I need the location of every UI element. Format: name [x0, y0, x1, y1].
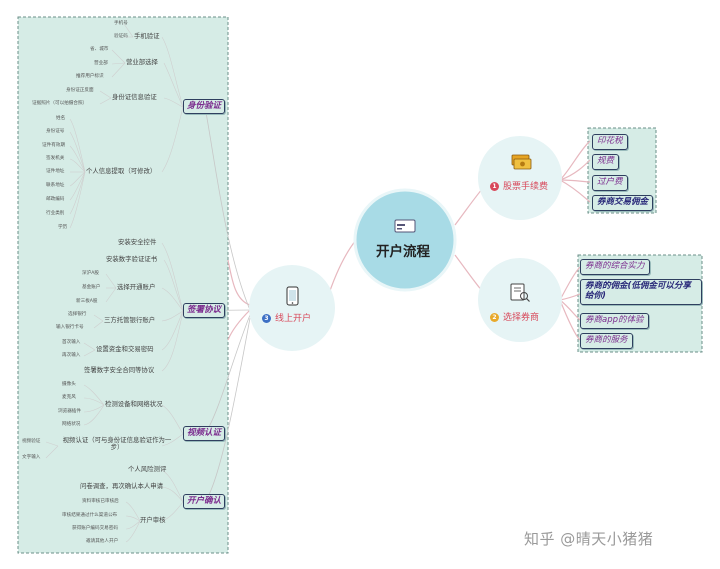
install-cert[interactable]: 安装数字验证证书 — [106, 255, 158, 263]
number-badge: 1 — [490, 182, 499, 191]
leaf: 签发机关 — [46, 156, 65, 161]
leaf: 再次输入 — [62, 353, 81, 358]
leaf: 身份证号 — [46, 129, 65, 134]
card-icon — [394, 219, 416, 233]
agreement-connectors — [83, 242, 184, 372]
account-review[interactable]: 开户审核 — [140, 516, 166, 524]
confirm-connectors — [125, 469, 184, 543]
leaf: 邀请其他人开户 — [86, 539, 119, 544]
leaf: 新三板A股 — [76, 299, 98, 304]
number-badge: 2 — [490, 313, 499, 322]
leaf: 资料审核已审核后 — [82, 499, 119, 504]
online-node[interactable] — [249, 265, 335, 351]
fee-item[interactable]: 规费 — [592, 154, 620, 170]
install-control[interactable]: 安装安全控件 — [118, 238, 157, 246]
watermark: 知乎 @晴天小猪猪 — [524, 530, 654, 548]
leaf: 证据照片（可以拍摄合照） — [32, 101, 88, 106]
section-identity[interactable]: 身份验证 — [183, 99, 226, 115]
leaf: 推荐用户标识 — [76, 74, 104, 79]
leaf: 邮政编码 — [46, 197, 65, 202]
leaf: 选择银行 — [68, 312, 87, 317]
survey[interactable]: 问卷调查，再次确认本人申请 — [80, 482, 164, 490]
leaf: 深沪A股 — [82, 271, 99, 276]
topic-online-label: 线上开户 — [275, 314, 312, 324]
video-connectors — [45, 384, 184, 459]
leaf: 审核结果通过什么渠道公布 — [62, 513, 118, 518]
leaf: 浏览器插件 — [58, 409, 81, 414]
leaf: 麦克风 — [62, 395, 76, 400]
choose-account[interactable]: 选择开通账户 — [117, 283, 156, 291]
leaf: 验证码 — [114, 34, 128, 39]
leaf: 获得账户编码交易密码 — [72, 526, 118, 531]
personal-info[interactable]: 个人信息提取（可修改） — [86, 167, 157, 175]
identity-connectors — [69, 23, 184, 229]
risk-assessment[interactable]: 个人风险测评 — [128, 465, 167, 473]
leaf: 学历 — [58, 225, 68, 230]
fees-node[interactable] — [478, 136, 562, 220]
leaf: 身份证正反面 — [66, 88, 94, 93]
topic-broker[interactable]: 2 选择券商 — [490, 313, 539, 324]
phone-icon — [286, 286, 299, 306]
phone-verify[interactable]: 手机验证 — [134, 32, 160, 40]
branch-select[interactable]: 营业部选择 — [126, 58, 158, 66]
leaf: 基金账户 — [82, 285, 101, 290]
section-video[interactable]: 视频认证 — [183, 426, 226, 442]
number-badge: 3 — [262, 314, 271, 323]
leaf: 摄像头 — [62, 382, 76, 387]
broker-item[interactable]: 券商的服务 — [580, 333, 633, 349]
leaf: 姓名 — [56, 116, 66, 121]
center-node[interactable] — [353, 188, 457, 292]
leaf: 证件有效期 — [42, 143, 65, 148]
topic-online[interactable]: 3 线上开户 — [262, 314, 311, 325]
broker-item[interactable]: 券商app的体验 — [580, 313, 649, 329]
section-agreement[interactable]: 签署协议 — [183, 303, 226, 319]
leaf: 网络状况 — [62, 422, 81, 427]
fee-item[interactable]: 过户费 — [592, 175, 628, 191]
leaf: 文字输入 — [22, 455, 41, 460]
topic-fees[interactable]: 1 股票手续费 — [490, 182, 548, 193]
fee-item[interactable]: 券商交易佣金 — [592, 195, 654, 211]
center-title: 开户流程 — [376, 244, 430, 260]
section-connectors — [204, 106, 251, 503]
leaf: 视频验证 — [22, 439, 41, 444]
set-password[interactable]: 设置资金和交易密码 — [96, 345, 154, 353]
leaf: 手机号 — [114, 21, 128, 26]
fee-item[interactable]: 印花税 — [592, 134, 628, 150]
leaf: 证件地址 — [46, 169, 65, 174]
leaf: 营业部 — [94, 61, 108, 66]
video-verify[interactable]: 视频认证（可与身份证信息验证作为一步） — [62, 436, 172, 452]
sign-contract[interactable]: 签署数字安全合同等协议 — [84, 366, 155, 374]
broker-item[interactable]: 券商的综合实力 — [580, 259, 650, 275]
leaf: 省、城市 — [90, 47, 109, 52]
money-icon — [511, 154, 532, 170]
leaf: 输入银行卡号 — [56, 325, 84, 330]
check-device[interactable]: 检测设备和网络状况 — [105, 400, 163, 408]
topic-fees-label: 股票手续费 — [503, 182, 549, 192]
leaf: 行业类别 — [46, 211, 65, 216]
broker-item[interactable]: 券商的佣金(低佣金可以分享给你) — [580, 279, 702, 305]
id-verify[interactable]: 身份证信息验证 — [112, 93, 157, 101]
topic-broker-label: 选择券商 — [503, 313, 540, 323]
section-confirm[interactable]: 开户确认 — [183, 494, 226, 510]
leaf: 联系地址 — [46, 183, 65, 188]
custody-bank[interactable]: 三方托管银行账户 — [104, 316, 156, 324]
document-search-icon — [510, 283, 530, 302]
leaf: 首次输入 — [62, 340, 81, 345]
